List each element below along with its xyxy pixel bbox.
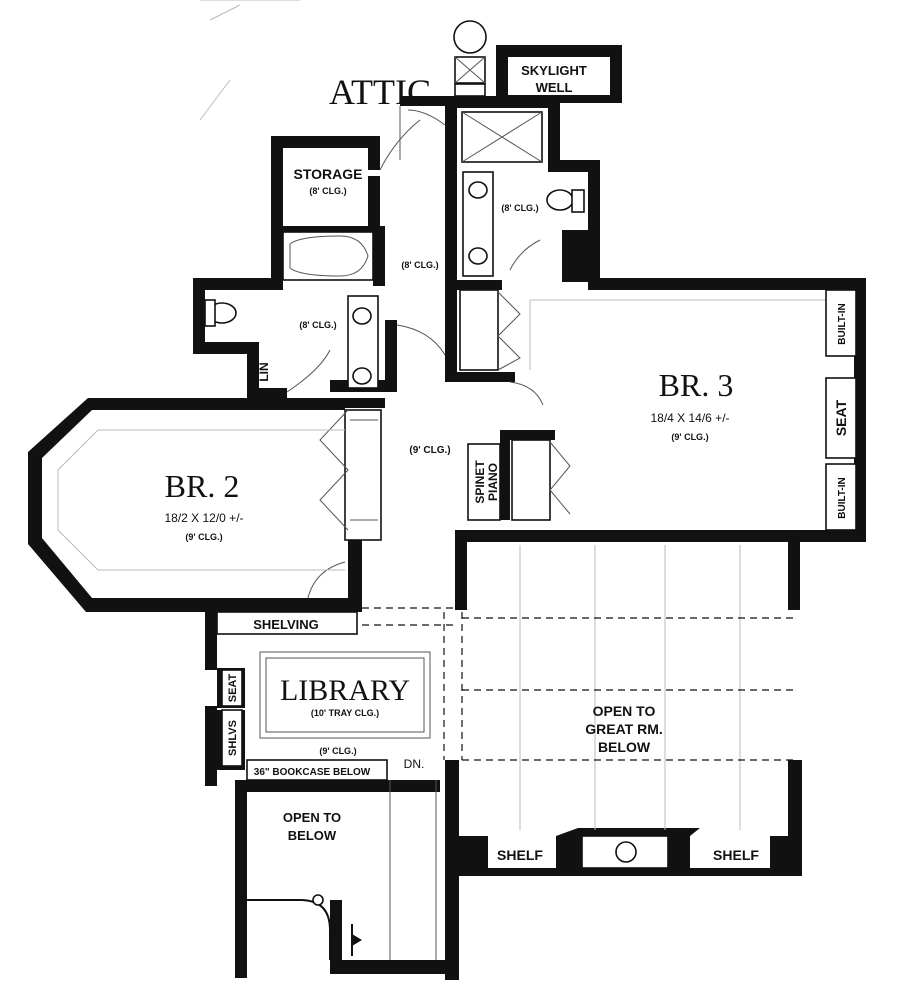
attic-label: ATTIC bbox=[329, 72, 431, 112]
bath1-ceiling: (8' CLG.) bbox=[299, 320, 336, 330]
library-name: LIBRARY bbox=[280, 674, 410, 707]
open-great-room-3: BELOW bbox=[598, 739, 651, 755]
shelf-label-2: SHELF bbox=[713, 847, 759, 863]
br2-name: BR. 2 bbox=[165, 468, 240, 504]
storage-label: STORAGE bbox=[294, 166, 363, 182]
stairs bbox=[389, 780, 437, 960]
stairs-dn-label: DN. bbox=[404, 757, 425, 771]
fixtures bbox=[57, 0, 857, 960]
storage-ceiling: (8' CLG.) bbox=[309, 186, 346, 196]
round-vent-icon bbox=[453, 20, 487, 54]
open-below-label-1: OPEN TO bbox=[283, 810, 341, 825]
seat-label-2: SEAT bbox=[227, 673, 239, 702]
bookcase-label: 36" BOOKCASE BELOW bbox=[254, 767, 371, 778]
br3-ceiling: (9' CLG.) bbox=[671, 432, 708, 442]
seat-label-1: SEAT bbox=[833, 399, 849, 436]
br2-ceiling: (9' CLG.) bbox=[185, 532, 222, 542]
built-in-label-2: BUILT-IN bbox=[837, 477, 848, 518]
br3-walls bbox=[588, 278, 866, 540]
toilet-icon bbox=[546, 189, 574, 211]
skylight-label-1: SKYLIGHT bbox=[521, 63, 587, 78]
br3-size: 18/4 X 14/6 +/- bbox=[650, 411, 729, 425]
lin-label-2: LIN bbox=[568, 246, 582, 265]
built-in-label-1: BUILT-IN bbox=[837, 303, 848, 344]
hall-upper-ceiling: (8' CLG.) bbox=[401, 260, 438, 270]
bath2-ceiling: (8' CLG.) bbox=[501, 203, 538, 213]
shelf-label-1: SHELF bbox=[497, 847, 543, 863]
walls bbox=[28, 45, 866, 980]
storage-walls bbox=[271, 136, 380, 232]
br2-size: 18/2 X 12/0 +/- bbox=[164, 511, 243, 525]
shelving-label: SHELVING bbox=[253, 617, 319, 632]
shlvs-label: SHLVS bbox=[227, 720, 239, 756]
bathtub-icon bbox=[282, 231, 374, 281]
library-ceiling: (10' TRAY CLG.) bbox=[311, 708, 379, 718]
open-great-room-2: GREAT RM. bbox=[585, 721, 663, 737]
labels: ATTIC SKYLIGHT WELL STORAGE (8' CLG.) (8… bbox=[164, 63, 849, 863]
skylight-walls bbox=[496, 45, 622, 103]
lin-label-1: LIN bbox=[257, 362, 271, 381]
br3-name: BR. 3 bbox=[659, 367, 734, 403]
piano-label: PIANO bbox=[486, 463, 500, 501]
open-great-room-1: OPEN TO bbox=[593, 703, 656, 719]
skylight-label-2: WELL bbox=[536, 80, 573, 95]
spinet-label: SPINET bbox=[473, 460, 487, 504]
hall-ceiling: (9' CLG.) bbox=[409, 445, 450, 456]
open-below-label-2: BELOW bbox=[288, 828, 337, 843]
library-lower-ceiling: (9' CLG.) bbox=[319, 746, 356, 756]
